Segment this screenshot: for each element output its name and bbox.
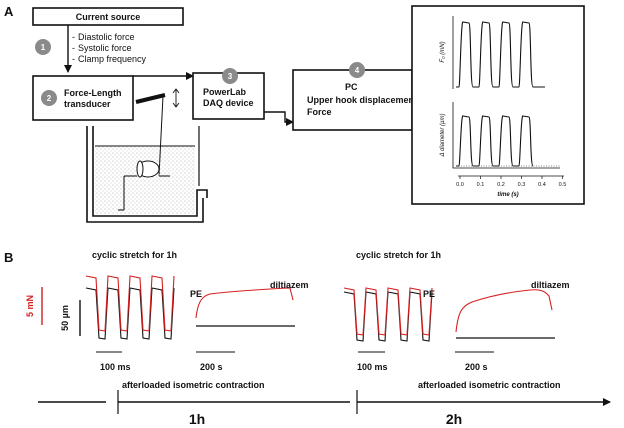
current-source-box: [32, 7, 184, 26]
cyclic-stretch-label-1: cyclic stretch for 1h: [92, 250, 177, 260]
panel-a-label: A: [4, 4, 14, 19]
svg-text:-: -: [72, 32, 75, 42]
step-1-badge: 1: [35, 39, 51, 55]
diltiazem-label-2: diltiazem: [531, 280, 570, 290]
bullet-systolic: Systolic force: [78, 43, 132, 53]
time-2h-label: 2h: [446, 411, 462, 427]
scale-200s-label-2: 200 s: [465, 362, 488, 372]
afterload-label-1: afterloaded isometric contraction: [122, 380, 265, 390]
length-scale-label: 50 µm: [60, 305, 70, 331]
pe-label-1: PE: [190, 289, 202, 299]
x-tick-label: 0.2: [497, 182, 505, 188]
cyclic-stretch-label-2: cyclic stretch for 1h: [356, 250, 441, 260]
plots-box: [411, 5, 585, 205]
force-trace-1: [85, 275, 175, 332]
x-tick-label: 0.5: [559, 182, 567, 188]
scale-100ms-label-1: 100 ms: [100, 362, 131, 372]
pe-force-trace-1: [195, 287, 294, 319]
x-tick-label: 0.0: [456, 182, 464, 188]
svg-text:-: -: [72, 43, 75, 53]
svg-text:2: 2: [47, 94, 52, 103]
x-tick-labels: 0.0 0.1 0.2 0.3 0.4 0.5: [456, 175, 567, 188]
step-2-badge: 2: [41, 90, 57, 106]
length-trace-1: [85, 287, 175, 340]
organ-bath: [86, 126, 208, 223]
pe-force-trace-2: [455, 289, 553, 333]
transducer-label-2: transducer: [64, 99, 111, 109]
scale-200s-label-1: 200 s: [200, 362, 223, 372]
pc-label: PC: [345, 82, 358, 92]
pe-label-2: PE: [423, 289, 435, 299]
bottom-plot-axes: [452, 102, 560, 169]
afterload-label-2: afterloaded isometric contraction: [418, 380, 561, 390]
time-1h-label: 1h: [189, 411, 205, 427]
step-4-badge: 4: [349, 62, 365, 78]
diameter-trace: [456, 115, 534, 167]
daq-label-1: PowerLab: [203, 87, 247, 97]
current-source-label: Current source: [76, 12, 141, 22]
svg-text:1: 1: [41, 43, 46, 52]
svg-text:4: 4: [355, 66, 360, 75]
daq-box: [192, 72, 265, 120]
daq-to-pc-arrow: [264, 111, 294, 126]
step-3-badge: 3: [222, 68, 238, 84]
pc-line-force: Force: [307, 107, 332, 117]
force-trace-2: [343, 287, 433, 336]
top-plot-ylabel: F₀ (mN): [440, 41, 446, 62]
scale-100ms-label-2: 100 ms: [357, 362, 388, 372]
bottom-plot-ylabel: Δ diameter (µm): [440, 114, 446, 158]
diltiazem-label-1: diltiazem: [270, 280, 309, 290]
pc-line-displacement: Upper hook displacement: [307, 95, 417, 105]
x-tick-label: 0.3: [518, 182, 526, 188]
x-tick-label: 0.4: [538, 182, 546, 188]
transducer-label-1: Force-Length: [64, 88, 122, 98]
bullet-clamp: Clamp frequency: [78, 54, 147, 64]
x-axis-label: time (s): [497, 192, 518, 198]
bullet-diastolic: Diastolic force: [78, 32, 135, 42]
force-trace: [456, 21, 545, 88]
svg-text:-: -: [72, 54, 75, 64]
svg-text:3: 3: [228, 72, 233, 81]
panel-b-label: B: [4, 250, 13, 265]
force-scale-label: 5 mN: [25, 295, 35, 317]
pc-box: [292, 69, 413, 131]
transducer-arm: [135, 93, 166, 104]
up-down-arrow-icon: [172, 88, 180, 108]
daq-label-2: DAQ device: [203, 98, 254, 108]
x-tick-label: 0.1: [477, 182, 485, 188]
